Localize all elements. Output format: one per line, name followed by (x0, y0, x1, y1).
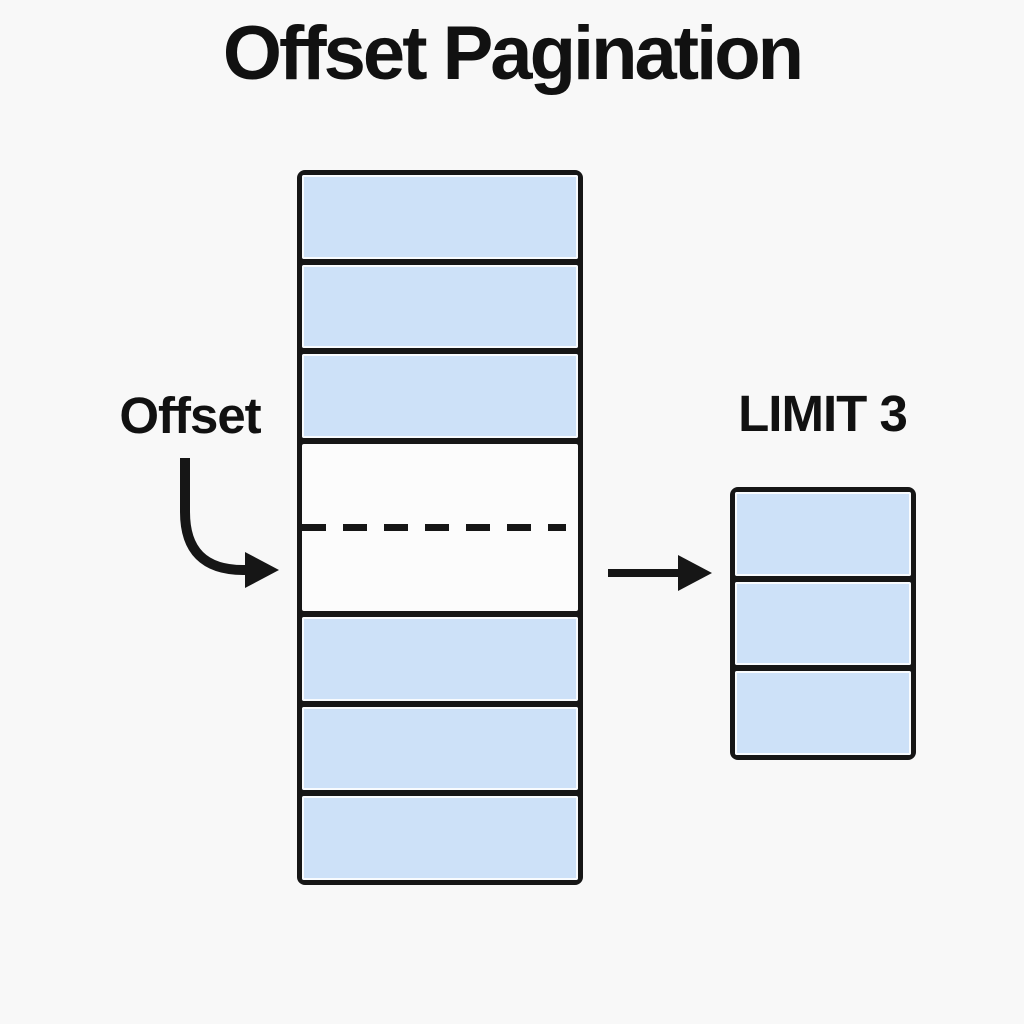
record-row (302, 706, 578, 791)
diagram-title: Offset Pagination (222, 11, 804, 96)
record-row (302, 354, 578, 438)
record-row (302, 264, 578, 349)
offset-boundary-dashed-line (302, 523, 566, 531)
record-row (735, 492, 911, 576)
record-row (302, 175, 578, 259)
record-row (302, 617, 578, 701)
result-arrow-icon (608, 555, 712, 591)
record-row (735, 581, 911, 666)
result-page-table (730, 487, 916, 760)
offset-curved-arrow-icon (180, 458, 279, 588)
skipped-rows-gap (302, 443, 578, 612)
offset-label: Offset (119, 387, 261, 444)
record-row (735, 671, 911, 756)
limit-label: LIMIT 3 (738, 385, 908, 442)
main-dataset-table (297, 170, 583, 885)
record-row (302, 796, 578, 880)
